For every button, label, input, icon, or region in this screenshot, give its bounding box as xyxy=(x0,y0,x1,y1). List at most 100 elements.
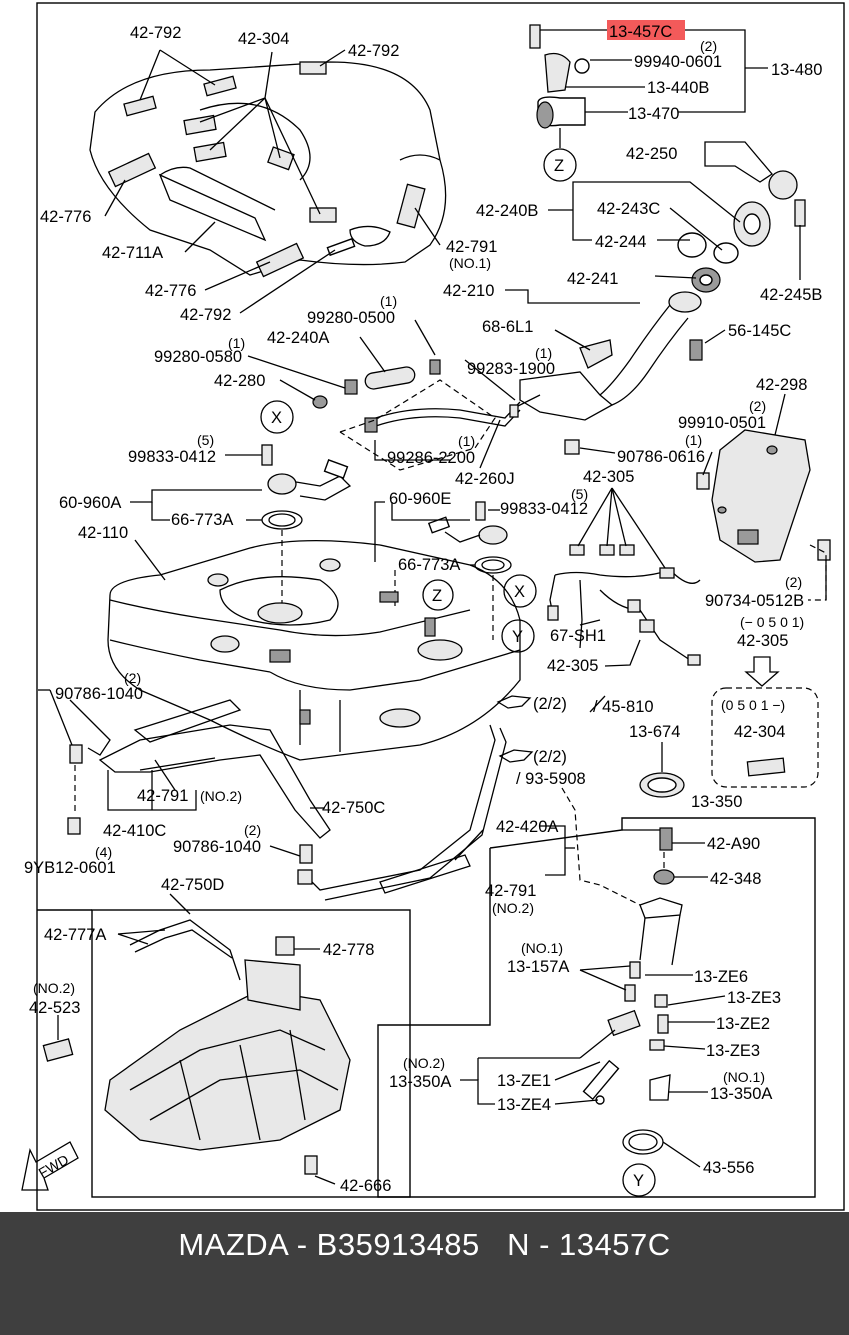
label-ref-page[interactable]: (2/2) xyxy=(533,748,567,766)
label-42-304[interactable]: 42-304 xyxy=(238,30,289,48)
label-42-304[interactable]: 42-304 xyxy=(734,723,785,741)
label-42-792[interactable]: 42-792 xyxy=(130,24,181,42)
label-42-792[interactable]: 42-792 xyxy=(180,306,231,324)
label-90786-1040[interactable]: 90786-1040 xyxy=(55,685,143,703)
label-42-305[interactable]: 42-305 xyxy=(737,632,788,650)
label-date-range: (− 0 5 0 1) xyxy=(740,614,804,630)
label-42-243C[interactable]: 42-243C xyxy=(597,200,660,218)
label-42-110[interactable]: 42-110 xyxy=(78,524,128,542)
label-13-ZE3[interactable]: 13-ZE3 xyxy=(727,989,781,1007)
label-99833-0412[interactable]: 99833-0412 xyxy=(128,448,216,466)
label-42-410C[interactable]: 42-410C xyxy=(103,822,166,840)
label-42-791[interactable]: 42-791 xyxy=(137,787,188,805)
floor-insulator-drawing xyxy=(89,61,447,278)
label-42-298[interactable]: 42-298 xyxy=(756,376,807,394)
callout-z-top xyxy=(543,148,577,182)
label-42-250[interactable]: 42-250 xyxy=(626,145,677,163)
label-99910-0501[interactable]: 99910-0501 xyxy=(678,414,766,432)
label-42-778[interactable]: 42-778 xyxy=(323,941,374,959)
label-42-245B[interactable]: 42-245B xyxy=(760,286,822,304)
label-42-305[interactable]: 42-305 xyxy=(583,468,634,486)
callout-y-letter: Y xyxy=(633,1172,644,1190)
label-99833-0412[interactable]: 99833-0412 xyxy=(500,500,588,518)
label-42-791[interactable]: 42-791 xyxy=(485,882,536,900)
label-13-ZE4[interactable]: 13-ZE4 xyxy=(497,1096,551,1114)
label-66-773A[interactable]: 66-773A xyxy=(171,511,233,529)
label-42-305[interactable]: 42-305 xyxy=(547,657,598,675)
label-13-350[interactable]: 13-350 xyxy=(691,793,742,811)
label-42-750D[interactable]: 42-750D xyxy=(161,876,224,894)
label-43-556[interactable]: 43-556 xyxy=(703,1159,754,1177)
label-ref-page[interactable]: (2/2) xyxy=(533,695,567,713)
label-42-523[interactable]: 42-523 xyxy=(29,999,80,1017)
label-90734-0512B[interactable]: 90734-0512B xyxy=(705,592,804,610)
gasket-drawing xyxy=(622,1129,701,1168)
label-qty-4: (4) xyxy=(95,844,112,860)
callout-z-letter: Z xyxy=(432,587,442,605)
label-9YB12-0601[interactable]: 9YB12-0601 xyxy=(24,859,116,877)
label-qty-1: (1) xyxy=(535,345,552,361)
label-42-777A[interactable]: 42-777A xyxy=(44,926,106,944)
label-42-210[interactable]: 42-210 xyxy=(443,282,494,300)
label-qty-5: (5) xyxy=(197,432,214,448)
label-42-711A[interactable]: 42-711A xyxy=(102,244,163,262)
label-60-960A[interactable]: 60-960A xyxy=(59,494,121,512)
label-42-420A[interactable]: 42-420A xyxy=(496,818,558,836)
label-60-960E[interactable]: 60-960E xyxy=(389,490,451,508)
label-42-240B[interactable]: 42-240B xyxy=(476,202,538,220)
pad-42-304 xyxy=(746,757,786,777)
label-13-350A[interactable]: 13-350A xyxy=(710,1085,772,1103)
label-66-773A[interactable]: 66-773A xyxy=(398,556,460,574)
label-42-280[interactable]: 42-280 xyxy=(214,372,265,390)
label-42-792[interactable]: 42-792 xyxy=(348,42,399,60)
label-13-457C[interactable]: 13-457C xyxy=(609,23,672,41)
ref-arrow-2 xyxy=(561,787,641,906)
label-13-480[interactable]: 13-480 xyxy=(771,61,822,79)
callout-y-mid xyxy=(501,619,535,653)
callout-z-letter: Z xyxy=(554,157,564,175)
label-42-666[interactable]: 42-666 xyxy=(340,1177,391,1195)
label-qty-1: (1) xyxy=(685,432,702,448)
label-42-241[interactable]: 42-241 xyxy=(567,270,618,288)
label-90786-0616[interactable]: 90786-0616 xyxy=(617,448,705,466)
callout-x-mid xyxy=(503,574,537,608)
label-99283-1900[interactable]: 99283-1900 xyxy=(467,360,555,378)
label-qty-2: (2) xyxy=(785,574,802,590)
label-13-470[interactable]: 13-470 xyxy=(628,105,679,123)
label-13-674[interactable]: 13-674 xyxy=(629,723,680,741)
label-42-750C[interactable]: 42-750C xyxy=(322,799,385,817)
label-42-244[interactable]: 42-244 xyxy=(595,233,646,251)
label-42-A90[interactable]: 42-A90 xyxy=(707,835,760,853)
label-99286-2200[interactable]: 99286-2200 xyxy=(387,449,475,467)
label-93-5908[interactable]: / 93-5908 xyxy=(516,770,586,788)
label-42-776[interactable]: 42-776 xyxy=(40,208,91,226)
label-13-ZE2[interactable]: 13-ZE2 xyxy=(716,1015,770,1033)
label-13-ZE6[interactable]: 13-ZE6 xyxy=(694,968,748,986)
label-56-145C[interactable]: 56-145C xyxy=(728,322,791,340)
label-13-440B[interactable]: 13-440B xyxy=(647,79,709,97)
label-42-260J[interactable]: 42-260J xyxy=(455,470,515,488)
label-99940-0601[interactable]: 99940-0601 xyxy=(634,53,722,71)
label-13-157A[interactable]: 13-157A xyxy=(507,958,569,976)
label-no-1: (NO.1) xyxy=(449,255,491,271)
label-90786-1040[interactable]: 90786-1040 xyxy=(173,838,261,856)
canister-drawing xyxy=(696,393,831,601)
label-qty-1: (1) xyxy=(458,433,475,449)
label-42-348[interactable]: 42-348 xyxy=(710,870,761,888)
label-67-SH1[interactable]: 67-SH1 xyxy=(550,627,606,645)
label-45-810[interactable]: / 45-810 xyxy=(593,698,654,716)
label-99280-0580[interactable]: 99280-0580 xyxy=(154,348,242,366)
pump-assembly-drawing xyxy=(460,742,726,1105)
label-42-791[interactable]: 42-791 xyxy=(446,238,497,256)
label-42-776[interactable]: 42-776 xyxy=(145,282,196,300)
right-gauge-unit-drawing xyxy=(374,501,512,640)
label-42-240A[interactable]: 42-240A xyxy=(267,329,329,347)
label-99280-0500[interactable]: 99280-0500 xyxy=(307,309,395,327)
label-13-350A[interactable]: 13-350A xyxy=(389,1073,451,1091)
under-guard-drawing xyxy=(42,893,351,1185)
label-13-ZE3[interactable]: 13-ZE3 xyxy=(706,1042,760,1060)
label-13-ZE1[interactable]: 13-ZE1 xyxy=(497,1072,551,1090)
label-qty-2: (2) xyxy=(700,38,717,54)
callout-z-mid xyxy=(422,579,454,611)
label-68-6L1[interactable]: 68-6L1 xyxy=(482,318,533,336)
